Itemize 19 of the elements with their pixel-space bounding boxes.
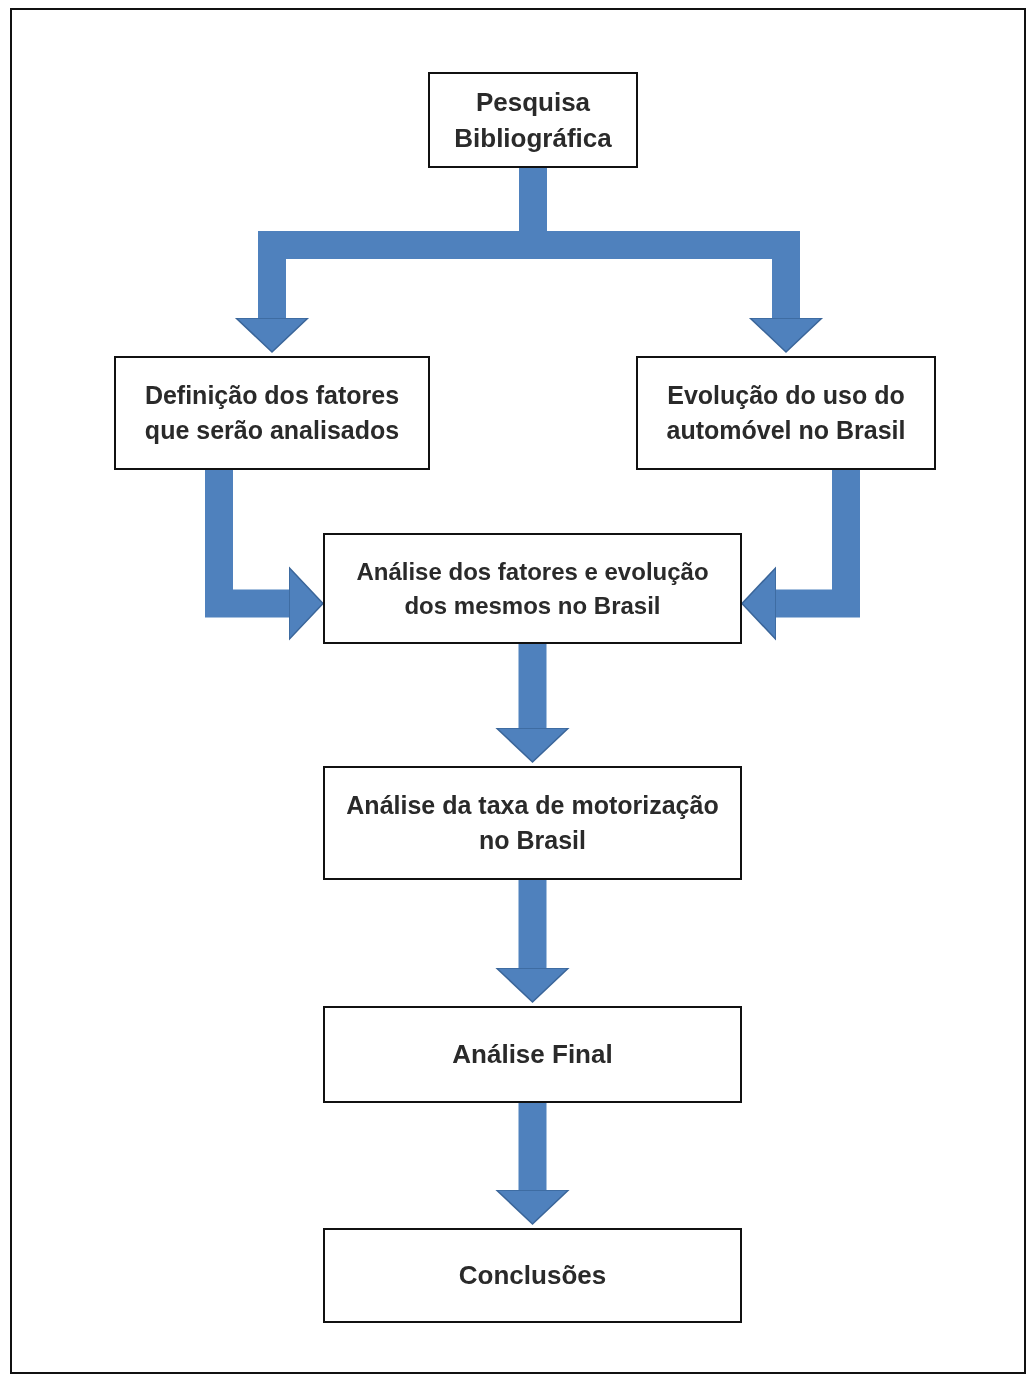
box-label: Conclusões: [458, 1259, 607, 1293]
process-box: [114, 356, 430, 470]
block-arrow: [495, 880, 570, 1003]
process-box: [323, 766, 742, 880]
box-label: Evolução do uso do automóvel no Brasil: [665, 380, 907, 446]
box-label: Análise dos fatores e evolução dos mesmos no Brasil: [355, 556, 710, 621]
process-box: [428, 72, 638, 168]
process-box: [323, 1006, 742, 1103]
process-box: [323, 533, 742, 644]
box-label: Pesquisa Bibliográfica: [453, 85, 613, 155]
process-box: [323, 1228, 742, 1323]
box-label: Definição dos fatores que serão analisados: [143, 380, 401, 446]
block-arrow: [741, 470, 860, 641]
block-arrow: [205, 470, 324, 641]
box-label: Análise Final: [452, 1038, 613, 1072]
process-box: [636, 356, 936, 470]
block-arrow: [495, 644, 570, 763]
block-arrow: [495, 1103, 570, 1225]
box-label: Análise da taxa de motorização no Brasil: [345, 790, 720, 856]
